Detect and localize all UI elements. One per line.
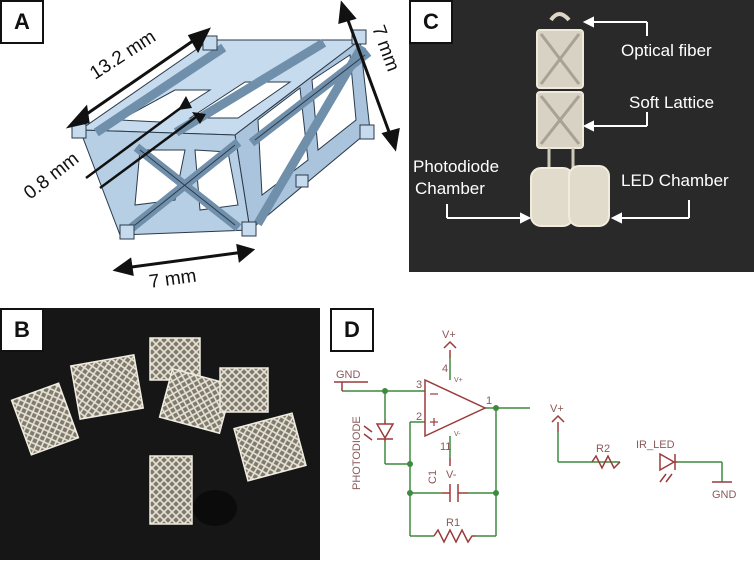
dim-beam-label: 0.8 mm xyxy=(20,148,83,204)
dim-length-label: 13.2 mm xyxy=(86,26,159,84)
dim-arrow-height xyxy=(343,11,394,141)
vplus-top-label: V+ xyxy=(442,329,456,341)
vminus-label: V- xyxy=(446,469,457,481)
callout-soft-lattice: Soft Lattice xyxy=(629,93,714,112)
vs-plus-label: V+ xyxy=(454,377,463,384)
gnd-left-label: GND xyxy=(336,369,361,381)
ir-led-symbol xyxy=(659,452,676,472)
sample-cube xyxy=(10,382,80,456)
sample-cube xyxy=(149,455,193,525)
panel-label-b: B xyxy=(0,308,44,352)
vplus-right-label: V+ xyxy=(550,403,564,415)
dim-arrow-length xyxy=(77,34,201,122)
resistor-r2 xyxy=(591,454,621,470)
sample-cube xyxy=(69,353,145,421)
panel-label-c: C xyxy=(409,0,453,44)
gnd-right-label: GND xyxy=(712,489,737,501)
photodiode-label: PHOTODIODE xyxy=(351,416,363,490)
sample-cube xyxy=(219,367,269,413)
pin11-label: 11 xyxy=(440,441,451,453)
panel-label-a: A xyxy=(0,0,44,44)
panel-d: D xyxy=(330,308,754,560)
lattice-samples-photo xyxy=(0,308,320,560)
lattice-render: 13.2 mm 7 mm 7 mm 0.8 mm xyxy=(20,0,403,293)
pin2-label: 2 xyxy=(416,411,422,423)
c1-label: C1 xyxy=(427,470,439,484)
dim-width-label: 7 mm xyxy=(148,266,198,293)
r2-label: R2 xyxy=(596,443,610,455)
panel-a: A xyxy=(0,0,403,300)
circuit-schematic: GND V+ V- 3 2 1 4 11 V+ V- PHOTODIODE C1… xyxy=(330,308,754,560)
pin3-label: 3 xyxy=(416,379,422,391)
sample-cube xyxy=(233,412,307,482)
panel-label-d: D xyxy=(330,308,374,352)
callout-photodiode-1: Photodiode xyxy=(413,157,499,176)
pin4-label: 4 xyxy=(442,363,448,375)
callout-photodiode-2: Chamber xyxy=(415,179,485,198)
ir-led-label: IR_LED xyxy=(636,439,675,451)
resistor-r1 xyxy=(433,528,476,544)
vs-minus-label: V- xyxy=(454,431,461,438)
dim-arrow-width xyxy=(123,250,245,270)
callout-optical-fiber: Optical fiber xyxy=(621,41,712,60)
r1-label: R1 xyxy=(446,517,460,529)
callout-led-chamber: LED Chamber xyxy=(621,171,729,190)
panel-b: B xyxy=(0,308,320,560)
op-amp xyxy=(424,378,487,438)
dim-height-label: 7 mm xyxy=(367,23,400,75)
pin1-label: 1 xyxy=(486,395,492,407)
sensor-photo: Optical fiber Soft Lattice Photodiode Ch… xyxy=(409,0,754,272)
panel-c: C Op xyxy=(409,0,754,272)
